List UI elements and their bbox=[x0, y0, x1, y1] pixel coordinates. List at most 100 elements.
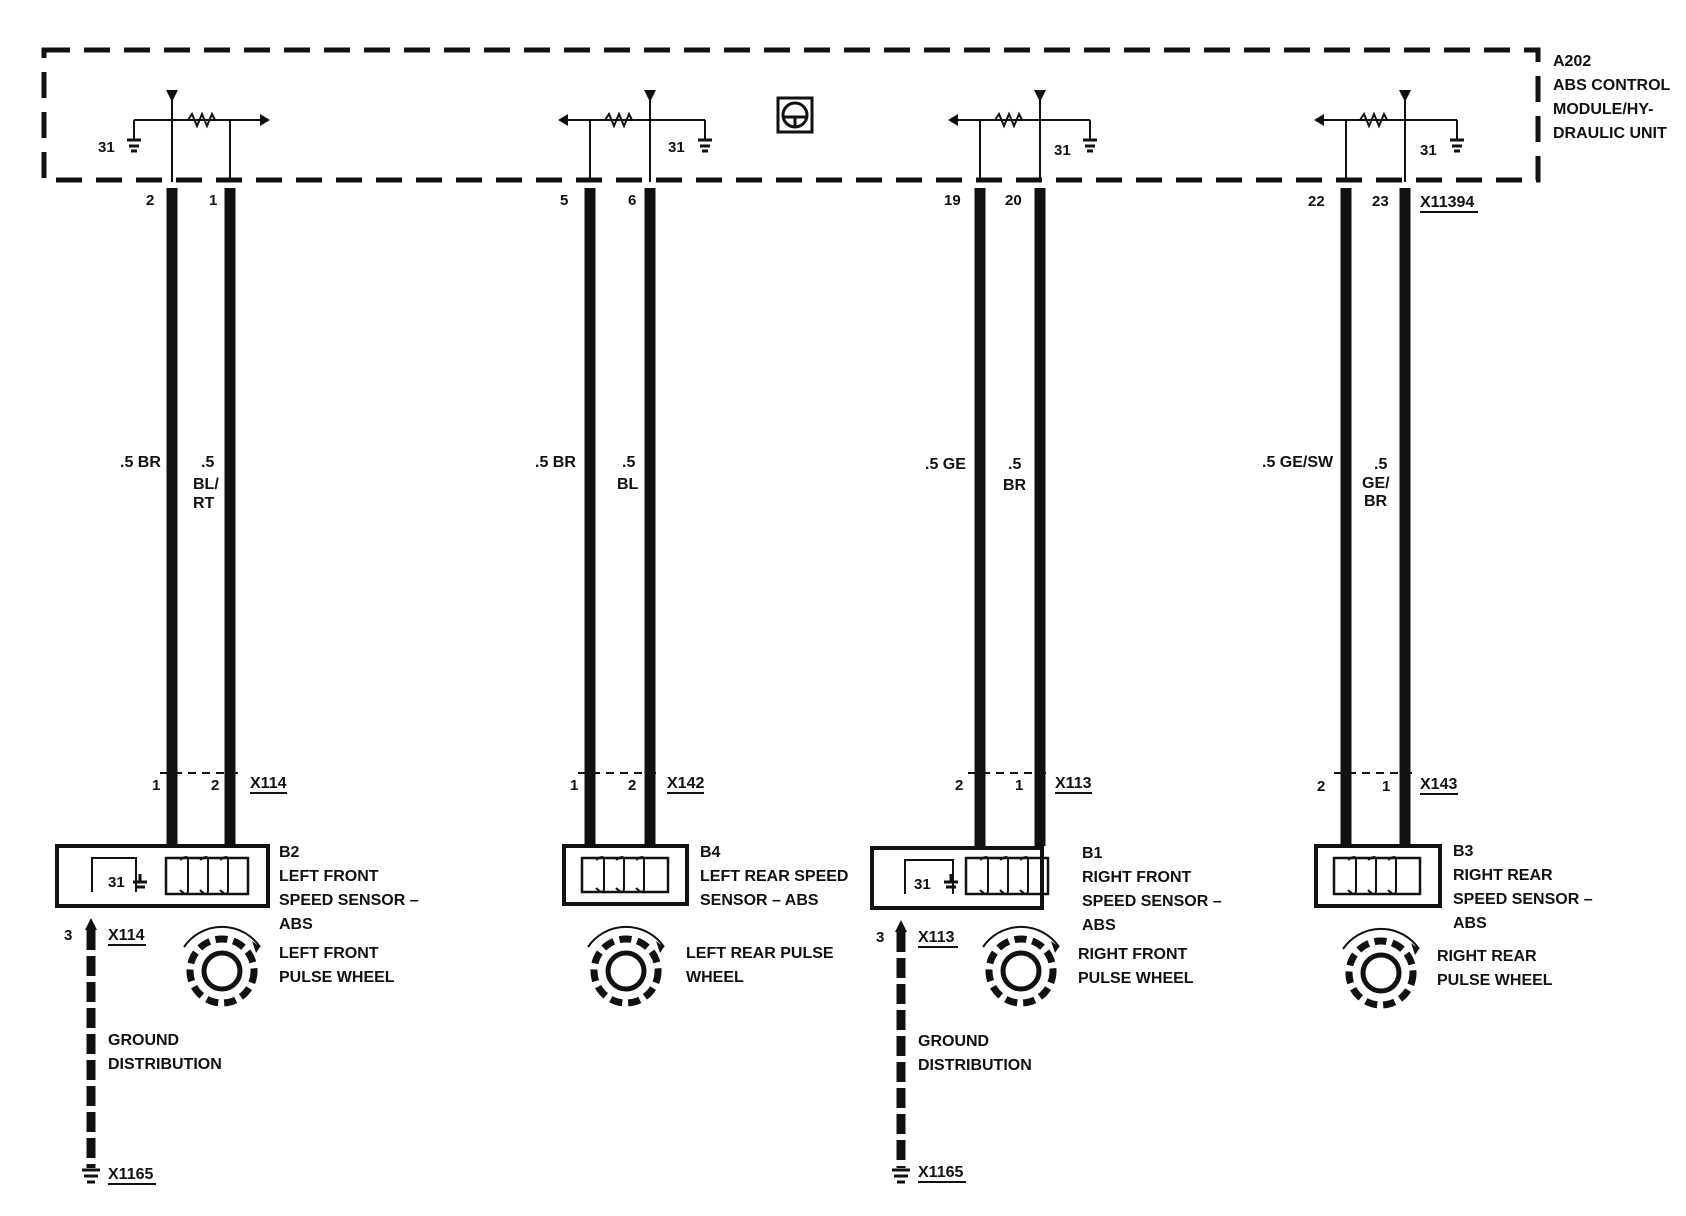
pulse-wheel-label: WHEEL bbox=[686, 969, 744, 986]
sensor-id: B1 bbox=[1082, 845, 1103, 862]
connector-label: X114 bbox=[250, 775, 287, 792]
ground-connector-label: X114 bbox=[108, 927, 145, 944]
pulse-wheel-label: PULSE WHEEL bbox=[279, 969, 395, 986]
pulse-wheel-icon bbox=[982, 925, 1060, 1007]
connector-pin: 1 bbox=[152, 777, 160, 794]
connector-pin: 1 bbox=[1382, 778, 1390, 795]
sensor-name-line: SPEED SENSOR – bbox=[1453, 891, 1593, 908]
connector-label: X113 bbox=[1055, 775, 1092, 792]
module-pin: 20 bbox=[1005, 192, 1022, 209]
sensor-ground-icon bbox=[944, 874, 958, 889]
ground-label: DISTRIBUTION bbox=[108, 1056, 222, 1073]
sensor-name-line: LEFT REAR SPEED bbox=[700, 868, 848, 885]
sensor-coil-icon bbox=[580, 856, 670, 894]
module-internal-circuit-rr: 31 bbox=[1314, 90, 1464, 182]
wire-label: GE/ bbox=[1362, 475, 1390, 492]
wire-label: BL bbox=[617, 476, 639, 493]
module-pin: 23 bbox=[1372, 193, 1389, 210]
module-ground-pin: 31 bbox=[98, 139, 115, 156]
sensor-name-line: ABS bbox=[279, 916, 313, 933]
channel-right-front: 31 19 20 .5 GE .5 BR 2 1 X113 31 B1 RIGH… bbox=[870, 90, 1222, 1184]
module-ground-icon bbox=[127, 138, 141, 153]
sensor-coil-icon bbox=[1332, 856, 1422, 896]
ground-label: GROUND bbox=[918, 1033, 989, 1050]
sensor-name-line: SENSOR – ABS bbox=[700, 892, 819, 909]
sensor-ground-pin: 31 bbox=[108, 874, 125, 891]
wire-label: .5 GE bbox=[925, 456, 966, 473]
wire-label: BR bbox=[1364, 493, 1388, 510]
module-boundary bbox=[41, 47, 1541, 183]
sensor-ground-pin: 31 bbox=[914, 876, 931, 893]
sensor-b4-box bbox=[562, 844, 689, 906]
ground-point-icon bbox=[82, 1168, 100, 1184]
wire-label: .5 BR bbox=[535, 454, 576, 471]
sensor-id: B2 bbox=[279, 844, 300, 861]
pulse-wheel-icon bbox=[1342, 927, 1420, 1009]
ground-point-icon bbox=[892, 1168, 910, 1184]
wire-label: RT bbox=[193, 495, 215, 512]
module-pin: 6 bbox=[628, 192, 636, 209]
wire-label: .5 bbox=[1008, 456, 1021, 473]
module-ground-pin: 31 bbox=[1054, 142, 1071, 159]
pulse-wheel-label: PULSE WHEEL bbox=[1078, 970, 1194, 987]
ground-pin: 3 bbox=[64, 927, 72, 944]
pulse-wheel-label: LEFT FRONT bbox=[279, 945, 379, 962]
module-connector-label: X11394 bbox=[1420, 194, 1474, 211]
wire-label: .5 bbox=[622, 454, 635, 471]
sensor-name-line: RIGHT FRONT bbox=[1082, 869, 1192, 886]
sensor-name-line: SPEED SENSOR – bbox=[1082, 893, 1222, 910]
abs-control-module: A202 ABS CONTROL MODULE/HY- DRAULIC UNIT… bbox=[41, 47, 1671, 213]
wire-label: BR bbox=[1003, 477, 1027, 494]
module-name-line3: DRAULIC UNIT bbox=[1553, 125, 1667, 142]
connector-pin: 2 bbox=[955, 777, 963, 794]
wire-label: .5 BR bbox=[120, 454, 161, 471]
module-pin: 22 bbox=[1308, 193, 1325, 210]
pulse-wheel-label: PULSE WHEEL bbox=[1437, 972, 1553, 989]
pulse-wheel-label: RIGHT REAR bbox=[1437, 948, 1537, 965]
ground-pin: 3 bbox=[876, 929, 884, 946]
module-pin: 19 bbox=[944, 192, 961, 209]
module-name-line2: MODULE/HY- bbox=[1553, 101, 1653, 118]
sensor-name-line: SPEED SENSOR – bbox=[279, 892, 419, 909]
pulse-wheel-label: LEFT REAR PULSE bbox=[686, 945, 834, 962]
sensor-name-line: ABS bbox=[1082, 917, 1116, 934]
ground-point-label: X1165 bbox=[918, 1164, 963, 1181]
module-pin: 5 bbox=[560, 192, 568, 209]
channel-right-rear: 31 22 23 .5 GE/SW .5 GE/ BR 2 1 X143 B3 … bbox=[1262, 90, 1593, 1009]
connector-label: X143 bbox=[1420, 776, 1457, 793]
connector-pin: 2 bbox=[211, 777, 219, 794]
pulse-wheel-icon bbox=[183, 925, 261, 1007]
connector-pin: 1 bbox=[1015, 777, 1023, 794]
module-internal-circuit-lr: 31 bbox=[558, 90, 712, 182]
ground-connector-label: X113 bbox=[918, 929, 955, 946]
sensor-name-line: RIGHT REAR bbox=[1453, 867, 1553, 884]
wire-label: .5 bbox=[201, 454, 214, 471]
sensor-name-line: LEFT FRONT bbox=[279, 868, 379, 885]
wire-label: BL/ bbox=[193, 476, 219, 493]
module-internal-circuit-rf: 31 bbox=[948, 90, 1097, 182]
wire-label: .5 bbox=[1374, 456, 1387, 473]
connector-label: X142 bbox=[667, 775, 704, 792]
module-internal-circuit-lf: 31 bbox=[98, 90, 270, 182]
channel-left-rear: 31 5 6 .5 BR .5 BL 1 2 X142 B4 LEFT REAR… bbox=[535, 90, 848, 1007]
connector-pin: 2 bbox=[1317, 778, 1325, 795]
module-pin: 2 bbox=[146, 192, 154, 209]
module-name-line1: ABS CONTROL bbox=[1553, 77, 1671, 94]
module-ground-pin: 31 bbox=[668, 139, 685, 156]
ground-label: GROUND bbox=[108, 1032, 179, 1049]
connector-pin: 1 bbox=[570, 777, 578, 794]
hydraulic-unit-icon bbox=[776, 96, 814, 134]
sensor-name-line: ABS bbox=[1453, 915, 1487, 932]
channel-left-front: 31 2 1 .5 BR .5 BL/ RT 1 2 X114 31 B2 LE… bbox=[55, 90, 419, 1185]
module-id: A202 bbox=[1553, 53, 1591, 70]
wire-label: .5 GE/SW bbox=[1262, 454, 1334, 471]
ground-label: DISTRIBUTION bbox=[918, 1057, 1032, 1074]
module-pin: 1 bbox=[209, 192, 217, 209]
pulse-wheel-label: RIGHT FRONT bbox=[1078, 946, 1188, 963]
sensor-b2-box bbox=[55, 844, 270, 908]
sensor-ground-icon bbox=[133, 874, 147, 889]
pulse-wheel-icon bbox=[587, 925, 665, 1007]
sensor-id: B3 bbox=[1453, 843, 1474, 860]
connector-pin: 2 bbox=[628, 777, 636, 794]
